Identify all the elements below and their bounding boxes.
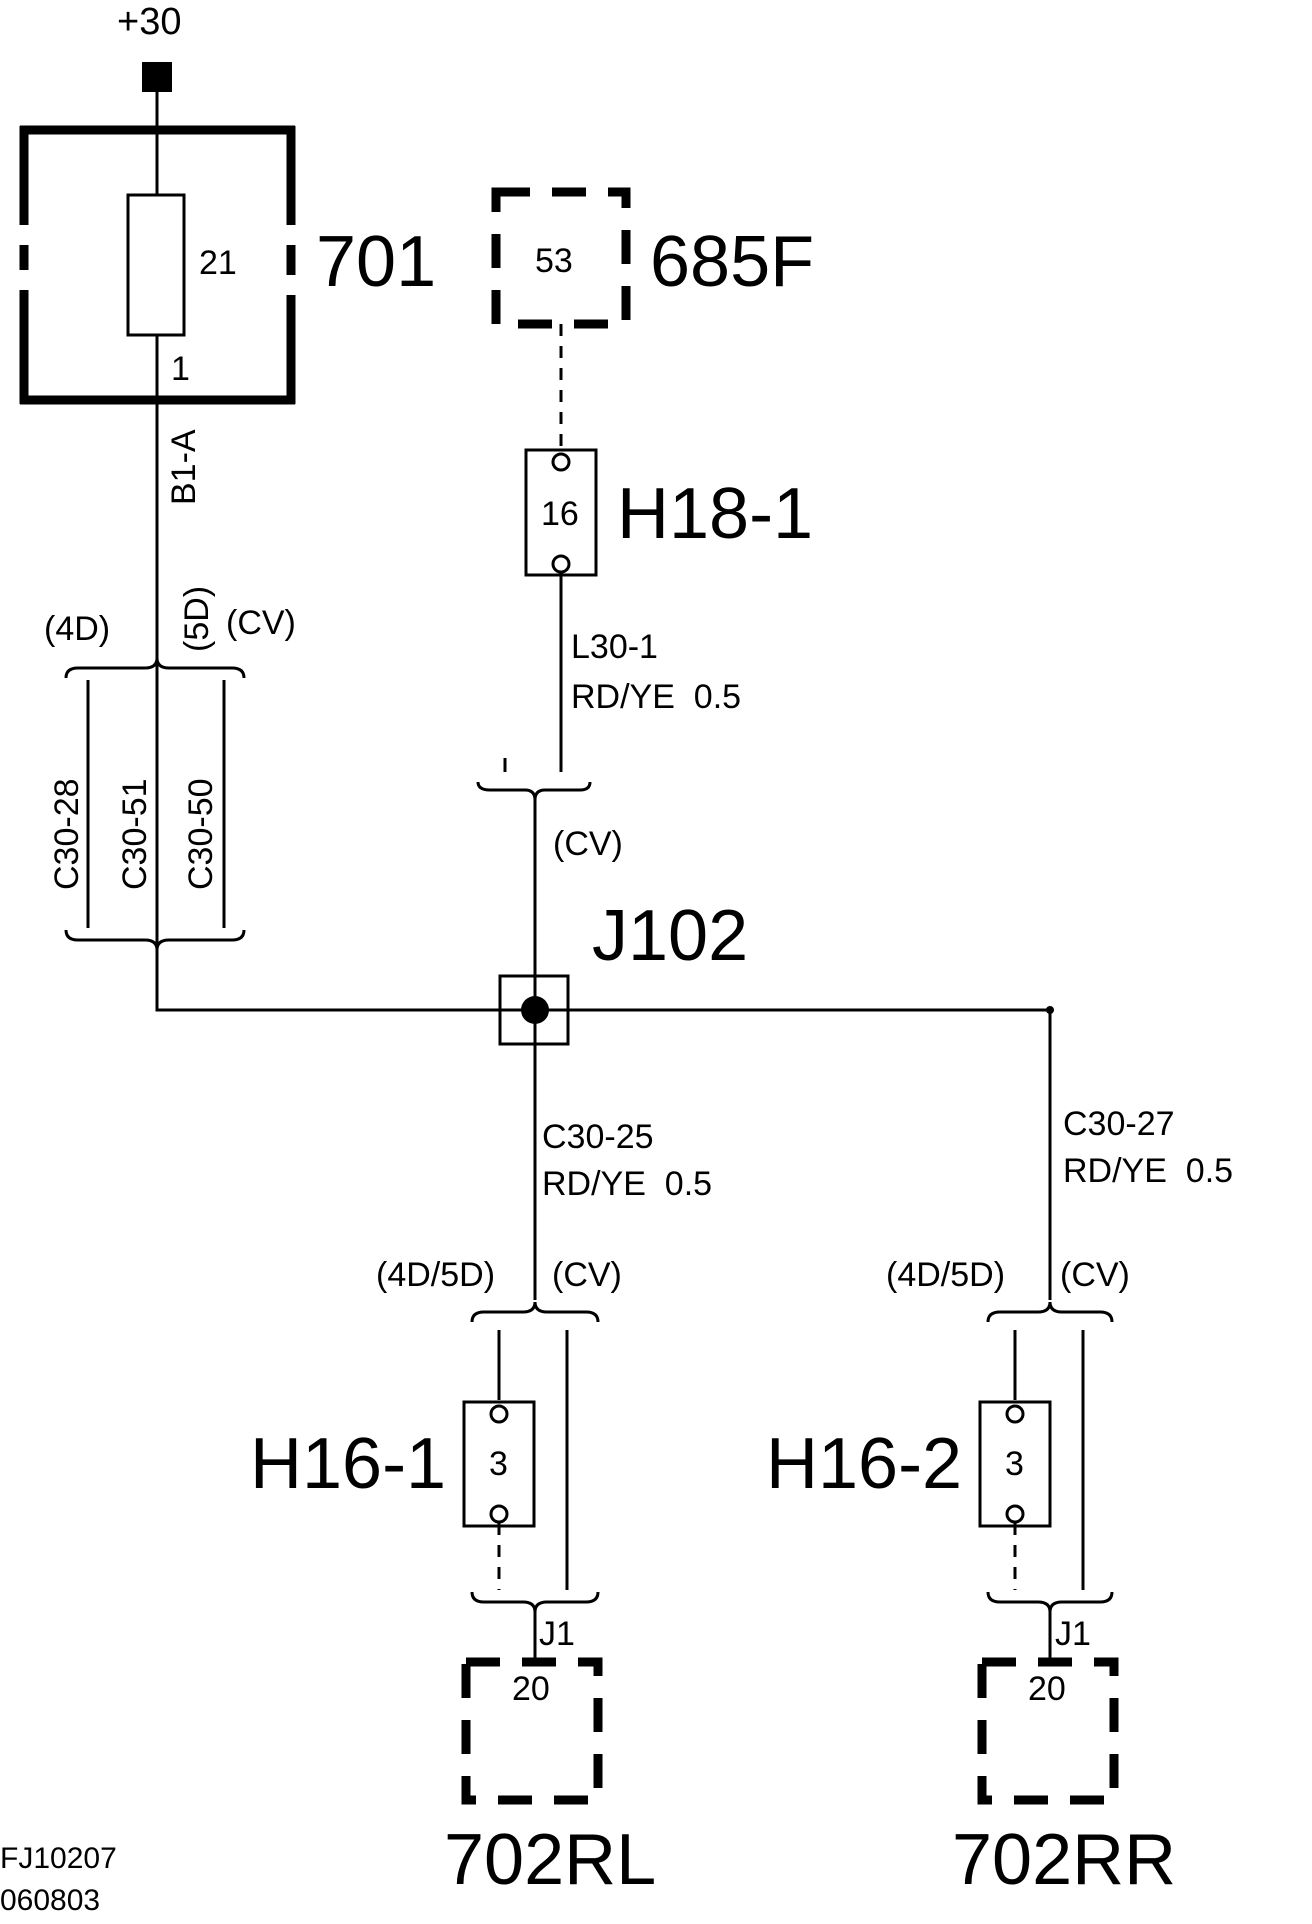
left-variant-cv: (CV) [552, 1256, 622, 1294]
mid-brace [476, 758, 592, 801]
module-702rr-id: 702RR [952, 1820, 1176, 1900]
left-variant-45d: (4D/5D) [376, 1256, 495, 1294]
connector-h18-1-pin-top [551, 452, 571, 472]
connector-h18-1-pin-bottom [551, 554, 571, 574]
upper-variant-4d: (4D) [44, 610, 110, 648]
fuse-element [126, 193, 186, 337]
upper-brace-bottom [64, 929, 246, 951]
splice-j102-id: J102 [592, 896, 748, 976]
module-685f-pin: 53 [535, 242, 573, 280]
supply-label: +30 [117, 1, 181, 43]
wire-c30-27-spec: RD/YE 0.5 [1063, 1152, 1233, 1190]
fuse-box-id: 701 [316, 222, 436, 302]
splice-j102-dot [521, 996, 549, 1024]
wire-c30-27-id: C30-27 [1063, 1105, 1175, 1143]
right-branch: (4D/5D) (CV) [886, 1256, 1130, 1805]
bundle-wire-1-label: C30-28 [48, 778, 86, 890]
bundle-wire-3-label: C30-50 [182, 778, 220, 890]
wire-bus [155, 950, 1052, 1300]
left-branch: (4D/5D) (CV) [376, 1256, 622, 1805]
wire-c30-25-spec: RD/YE 0.5 [542, 1165, 712, 1203]
right-joint-label: J1 [1055, 1615, 1091, 1653]
figure-code: FJ10207 [0, 1842, 117, 1875]
module-685f-box [491, 187, 631, 329]
right-variant-cv: (CV) [1060, 1256, 1130, 1294]
module-685f-id: 685F [650, 222, 814, 302]
upper-variant-5d: (5D) [178, 586, 216, 652]
upper-brace-top [64, 657, 246, 679]
bundle-wire-2-label: C30-51 [116, 778, 154, 890]
fuse-pin: 1 [171, 350, 190, 388]
module-702rr-pin: 20 [1028, 1670, 1066, 1708]
wire-l30-1-spec: RD/YE 0.5 [571, 678, 741, 716]
connector-h16-1-id: H16-1 [250, 1424, 446, 1504]
date-code: 060803 [0, 1884, 100, 1917]
upper-variant-cv: (CV) [226, 604, 296, 642]
module-702rl-id: 702RL [444, 1820, 656, 1900]
mid-cv-label: (CV) [553, 825, 623, 863]
wire-b1a-label: B1-A [165, 429, 203, 505]
fuse-box-701 [19, 125, 296, 405]
connector-h16-2-id: H16-2 [766, 1424, 962, 1504]
left-joint-label: J1 [539, 1615, 575, 1653]
connector-h18-1-id: H18-1 [617, 474, 813, 554]
connector-h18-1-pin: 16 [541, 495, 579, 533]
wire-c30-25-id: C30-25 [542, 1118, 654, 1156]
connector-h16-2-pin: 3 [1005, 1445, 1024, 1483]
fuse-number: 21 [199, 244, 237, 282]
supply-terminal [142, 62, 172, 92]
bus-corner-dot [1046, 1006, 1054, 1014]
module-702rl-pin: 20 [512, 1670, 550, 1708]
right-variant-45d: (4D/5D) [886, 1256, 1005, 1294]
connector-h16-1-pin: 3 [489, 1445, 508, 1483]
wire-l30-1-id: L30-1 [571, 628, 658, 666]
